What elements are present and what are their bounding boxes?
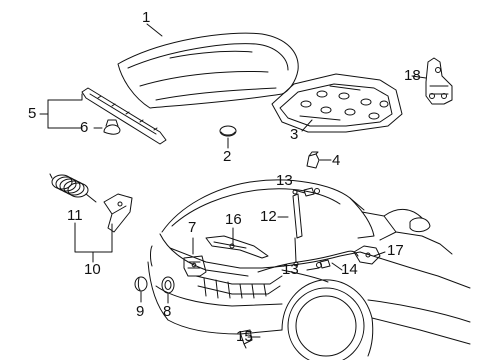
callout-16: 16 <box>225 211 242 228</box>
vehicle-front-icon <box>147 179 471 360</box>
callout-10: 10 <box>84 261 101 278</box>
grommet-clip-icon <box>239 329 253 349</box>
hood-insulator-pad-icon <box>271 73 403 133</box>
hood-lift-support-icon <box>292 189 303 267</box>
retainer-clip-icon <box>306 151 320 169</box>
callout-17: 17 <box>387 242 404 259</box>
callout-9: 9 <box>136 303 145 320</box>
callout-1: 1 <box>142 9 151 26</box>
callout-12: 12 <box>260 208 277 225</box>
coiled-release-cable-icon <box>49 173 97 203</box>
hood-latch-icon <box>183 255 207 277</box>
release-cable-icon <box>257 250 359 273</box>
callout-2: 2 <box>223 148 232 165</box>
callout-14: 14 <box>341 261 358 278</box>
callout-3: 3 <box>290 126 299 143</box>
release-handle-bracket-icon <box>103 193 133 233</box>
callout-5: 5 <box>28 105 37 122</box>
hood-bumper-plug-icon <box>219 125 237 137</box>
callout-18: 18 <box>404 67 421 84</box>
hood-panel-icon <box>117 32 299 109</box>
hood-seal-strip-icon <box>81 87 167 145</box>
callout-4: 4 <box>332 152 341 169</box>
callout-15: 15 <box>236 328 253 345</box>
support-ball-stud-icon <box>316 259 331 269</box>
front-marker-lamp-icon <box>161 276 175 294</box>
hinge-bracket-icon <box>353 245 381 265</box>
support-ball-stud-icon <box>303 187 320 197</box>
hood-hinge-assembly-icon <box>425 57 453 105</box>
callout-8: 8 <box>163 303 172 320</box>
callout-6: 6 <box>80 119 89 136</box>
cap-plug-icon <box>134 276 148 292</box>
hood-hinge-icon <box>205 235 269 259</box>
callout-13-upper: 13 <box>276 172 293 189</box>
seal-clip-icon <box>103 119 121 135</box>
callout-7: 7 <box>188 219 197 236</box>
leader-lines <box>39 23 427 338</box>
callout-13-lower: 13 <box>282 261 299 278</box>
callout-11: 11 <box>67 207 83 224</box>
